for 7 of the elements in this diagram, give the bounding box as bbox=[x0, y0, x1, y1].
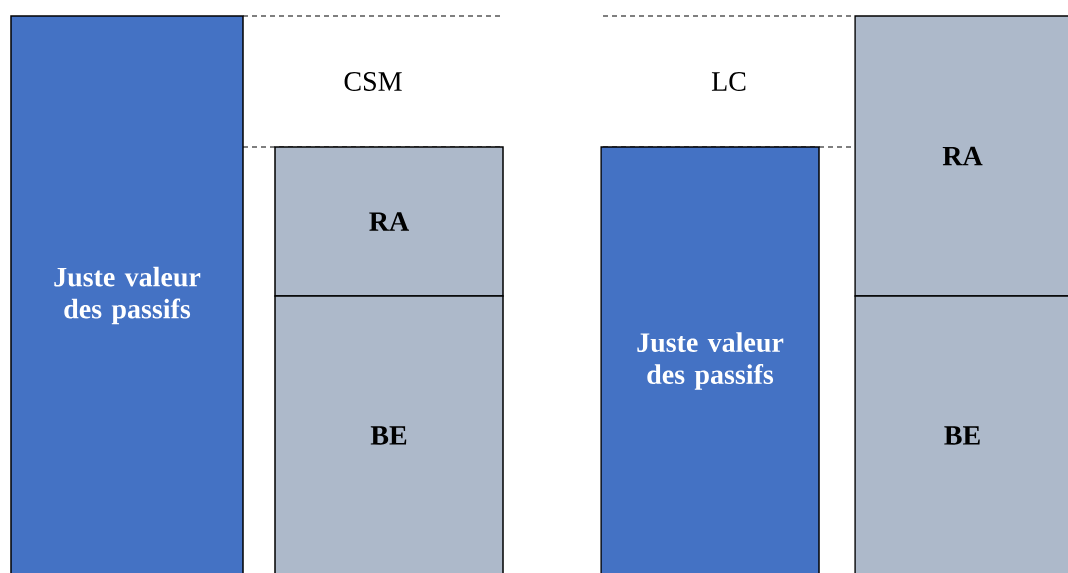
value-column: Juste valeur des passifs bbox=[10, 15, 244, 573]
component-box: RA bbox=[274, 146, 504, 297]
component-box: BE bbox=[274, 295, 504, 573]
value-column: Juste valeur des passifs bbox=[600, 146, 820, 573]
component-box: BE bbox=[854, 295, 1068, 573]
dashed-band: LC bbox=[602, 15, 856, 148]
component-box: RA bbox=[854, 15, 1068, 297]
